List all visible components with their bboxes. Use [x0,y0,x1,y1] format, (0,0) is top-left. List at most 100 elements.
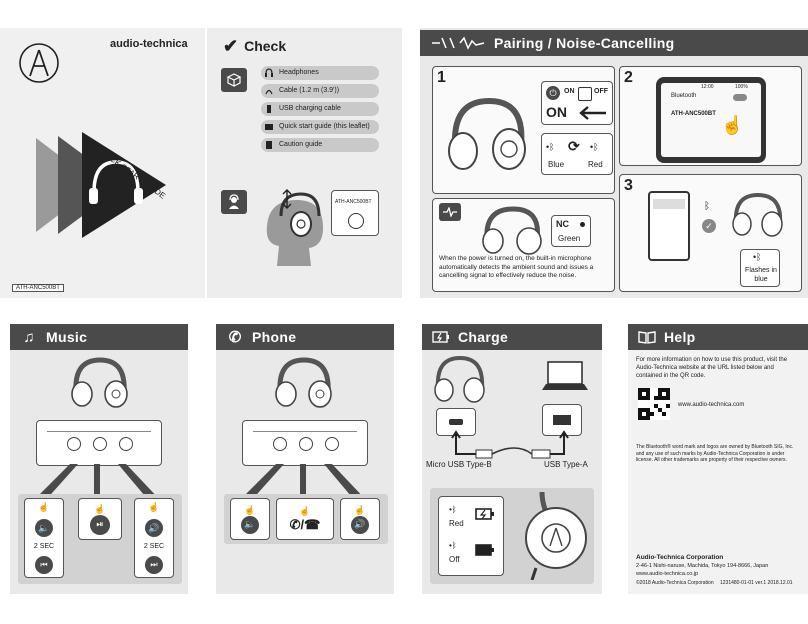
indicator-box: •ᛒ ⟳ •ᛒ Blue Red [541,133,613,175]
big-on-label: ON [546,104,567,120]
user-icon [348,213,364,229]
pairing-step-1: 1 ⏻ ON OFF ON •ᛒ ⟳ •ᛒ Blue Red [432,66,615,194]
charge-off-label: Off [449,555,460,564]
phone-volume-down-button-icon[interactable] [273,437,287,451]
usb-icon [264,104,274,114]
copyright: ©2018 Audio-Technica Corporation [636,580,714,586]
cover-panel: audio-technica QUICK START GUIDE ATH-ANC… [0,28,205,298]
nc-led-icon [580,222,585,227]
step-number-1: 1 [437,69,446,86]
volume-down-icon: 🔈 [241,515,259,534]
music-pointer-lines [10,464,188,504]
phone-headphones-graphic [272,356,336,408]
play-button-icon[interactable] [93,437,107,451]
noise-cancel-box: NC Green When the power is turned on, th… [432,198,615,292]
nc-indicator-box: NC Green [551,215,591,247]
volume-down-icon: 🔈 [35,519,53,537]
head-wearing-headphones-graphic [257,186,337,266]
music-sec-label-1: 2 SEC [33,543,55,550]
phone-device-name[interactable]: ATH-ANC500BT [671,111,716,117]
document-icon [264,140,274,150]
charge-panel: Charge Micro USB Type-B USB Type-A •ᛒ Re… [422,324,602,594]
check-item-caution: Caution guide [261,138,379,152]
music-title: Music [46,329,88,345]
check-item-quick-start: Quick start guide (this leaflet) [261,120,379,134]
nc-label: NC [556,219,569,229]
full-battery-icon [475,543,495,557]
volume-up-icon: 🔊 [145,519,163,537]
phone-control-strip [242,420,368,466]
company-website: www.audio-technica.co.jp [636,571,699,577]
charging-led-icon: •ᛒ [449,505,457,514]
music-control-strip [36,420,162,466]
red-label: Red [588,160,603,169]
connected-check-icon: ✓ [702,219,716,233]
leaflet-icon [264,122,274,132]
company-name: Audio-Technica Corporation [636,554,724,561]
phone-volume-up-action[interactable]: ☝ 🔊 [340,498,380,540]
usb-cable-graphic [436,430,586,464]
switch-toggle-icon [578,87,592,101]
earcup-closeup-graphic [512,492,592,580]
bluetooth-flash-icon: •ᛒ [753,252,762,262]
help-title: Help [664,329,696,345]
flashes-blue-box: •ᛒ Flashes in blue [740,249,780,287]
bluetooth-toggle[interactable] [733,94,747,101]
phone-header: ✆ Phone [216,324,394,350]
phone-volume-down-action[interactable]: ☝ 🔈 [230,498,270,540]
help-url[interactable]: www.audio-technica.com [678,402,745,408]
smartphone-screen: 12:00 100% Bluetooth ATH-ANC500BT ☝ [656,77,766,163]
nc-headphones-graphic [477,205,547,255]
laptop-icon [542,360,588,394]
arrow-left-icon [578,106,608,120]
usb-a-port [542,404,582,436]
refresh-icon: ⟳ [568,138,580,154]
phone-handset-icon: ✆ [228,329,242,346]
tap-icon: ☝ [244,504,256,515]
switch-on-label: ON [564,88,575,95]
previous-track-icon: ⏮ [35,556,53,574]
usb-a-label: USB Type-A [544,460,588,469]
step-number-2: 2 [624,69,633,86]
help-header: Help [628,324,808,350]
music-header: ♫ Music [10,324,188,350]
headphones-illustration [443,95,533,175]
check-header: ✔ Check [207,34,286,58]
nc-waveform-icon [439,203,461,221]
help-intro: For more information on how to use this … [636,357,788,379]
person-icon [221,190,247,214]
company-address: 2-46-1 Nishi-naruse, Machida, Tokyo 194-… [636,563,769,569]
answer-end-call-action[interactable]: ☝ ✆/☎ [276,498,334,540]
volume-down-button-icon[interactable] [67,437,81,451]
pairing-title: Pairing / Noise-Cancelling [494,35,675,51]
play-pause-icon: ⏯ [90,514,110,535]
document-code: 1231480-01-01 ver.1 2018.12.01 [720,580,793,586]
music-note-icon: ♫ [23,328,35,346]
blue-label: Blue [548,160,565,169]
headphones-icon [264,68,274,78]
micro-usb-label: Micro USB Type-B [426,460,492,469]
volume-down-action[interactable]: ☝ 🔈 2 SEC ⏮ [24,498,64,578]
bluetooth-led-left-icon: •ᛒ [546,142,555,152]
brand-logo-icon [18,42,60,84]
check-item-cable: Cable (1.2 m (3.9')) [261,84,379,98]
check-title: Check [244,38,287,54]
volume-up-action[interactable]: ☝ 🔊 2 SEC ⏭ [134,498,174,578]
tap-icon: ☝ [148,502,160,512]
bluetooth-led-right-icon: •ᛒ [590,142,599,152]
off-led-icon: •ᛒ [449,541,457,550]
phone-volume-up-button-icon[interactable] [325,437,339,451]
volume-up-button-icon[interactable] [119,437,133,451]
tap-hand-icon: ☝ [721,115,744,135]
power-switch-box: ⏻ ON OFF ON [541,81,613,125]
tap-icon: ☝ [94,503,106,514]
phone-call-button-icon[interactable] [299,437,313,451]
tap-icon: ☝ [38,502,50,512]
open-book-icon [636,327,658,347]
play-pause-action[interactable]: ☝ ⏯ [78,498,122,540]
tap-icon: ☝ [354,504,366,515]
pairing-panel: Pairing / Noise-Cancelling 1 ⏻ ON OFF ON… [420,28,808,298]
bluetooth-noise-icon [428,33,488,53]
model-label: ATH-ANC500BT [12,284,64,292]
tap-icon: ☝ [299,505,311,516]
